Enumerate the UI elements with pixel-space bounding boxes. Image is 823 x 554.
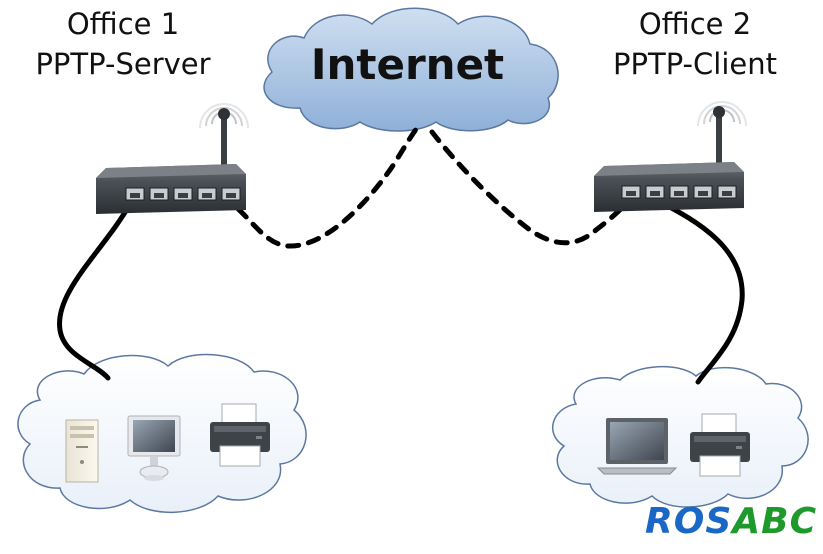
watermark-part1: ROS [645, 501, 733, 542]
wireless-router-icon [96, 103, 249, 214]
site-label-office1: Office 1 PPTP-Server [18, 4, 228, 84]
site-name: Office 1 [66, 7, 180, 41]
ethernet-cable-office2 [653, 197, 745, 385]
internet-cloud [263, 7, 559, 132]
ethernet-cable-office1 [57, 201, 133, 381]
lan-cloud-office2 [552, 366, 809, 508]
laptop-icon [596, 418, 678, 475]
watermark-logo: ROSABC [645, 501, 817, 542]
wireless-router-icon [594, 101, 747, 212]
vpn-tunnel-left [219, 121, 423, 249]
printer-icon [210, 403, 270, 467]
site-role: PPTP-Server [35, 47, 211, 81]
site-name: Office 2 [638, 7, 752, 41]
watermark-part2: ABC [732, 501, 817, 542]
site-label-office2: Office 2 PPTP-Client [585, 4, 805, 84]
internet-label: Internet [310, 40, 505, 89]
printer-icon [690, 413, 750, 477]
desktop-tower-icon [65, 419, 99, 483]
site-role: PPTP-Client [613, 47, 777, 81]
vpn-tunnel-right [429, 129, 635, 246]
imac-monitor-icon [127, 415, 181, 481]
